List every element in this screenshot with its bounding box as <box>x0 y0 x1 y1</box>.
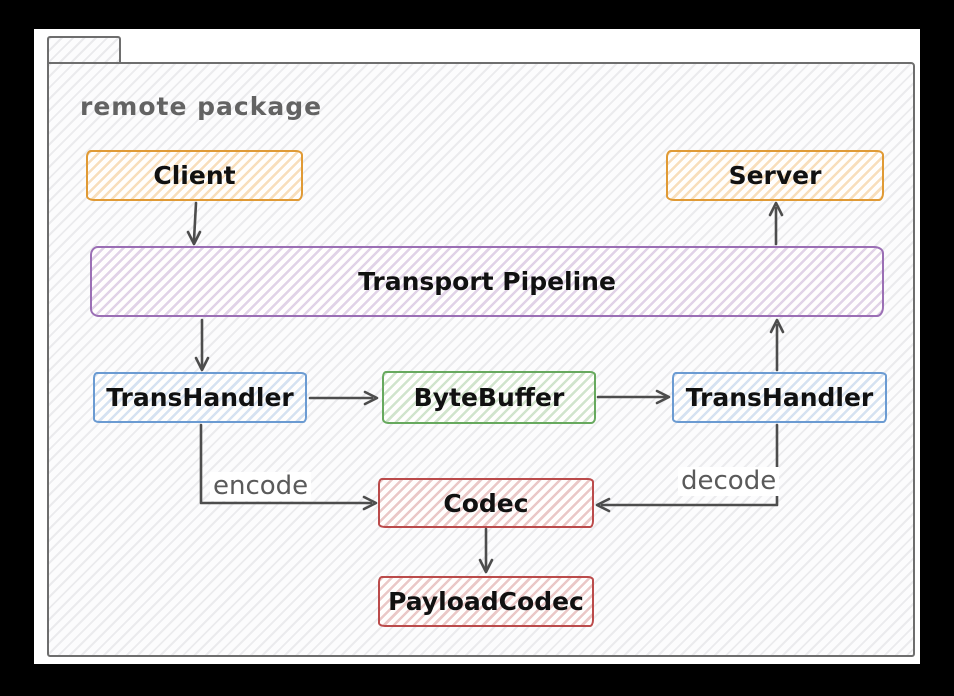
package-folder-tab <box>47 36 121 68</box>
node-transhandler-left: TransHandler <box>93 372 307 423</box>
node-transport-pipeline-label: Transport Pipeline <box>358 267 616 296</box>
node-payloadcodec-label: PayloadCodec <box>388 587 584 616</box>
node-codec-label: Codec <box>443 488 529 518</box>
node-transport-pipeline: Transport Pipeline <box>90 246 884 317</box>
node-transhandler-right-label: TransHandler <box>685 383 874 412</box>
package-label: remote package <box>80 92 323 121</box>
node-transhandler-left-label: TransHandler <box>106 383 294 412</box>
node-client-label: Client <box>153 161 236 190</box>
node-client: Client <box>86 150 303 201</box>
node-codec: Codec <box>378 478 594 528</box>
node-transhandler-right: TransHandler <box>672 372 887 423</box>
edge-label-encode: encode <box>210 472 312 501</box>
node-server-label: Server <box>728 161 822 190</box>
node-server: Server <box>666 150 884 201</box>
node-bytebuffer-label: ByteBuffer <box>413 383 565 412</box>
diagram-canvas: remote package Client Server Transport P… <box>34 29 920 664</box>
node-payloadcodec: PayloadCodec <box>378 576 594 627</box>
node-bytebuffer: ByteBuffer <box>382 371 596 424</box>
edge-label-decode: decode <box>678 467 780 496</box>
